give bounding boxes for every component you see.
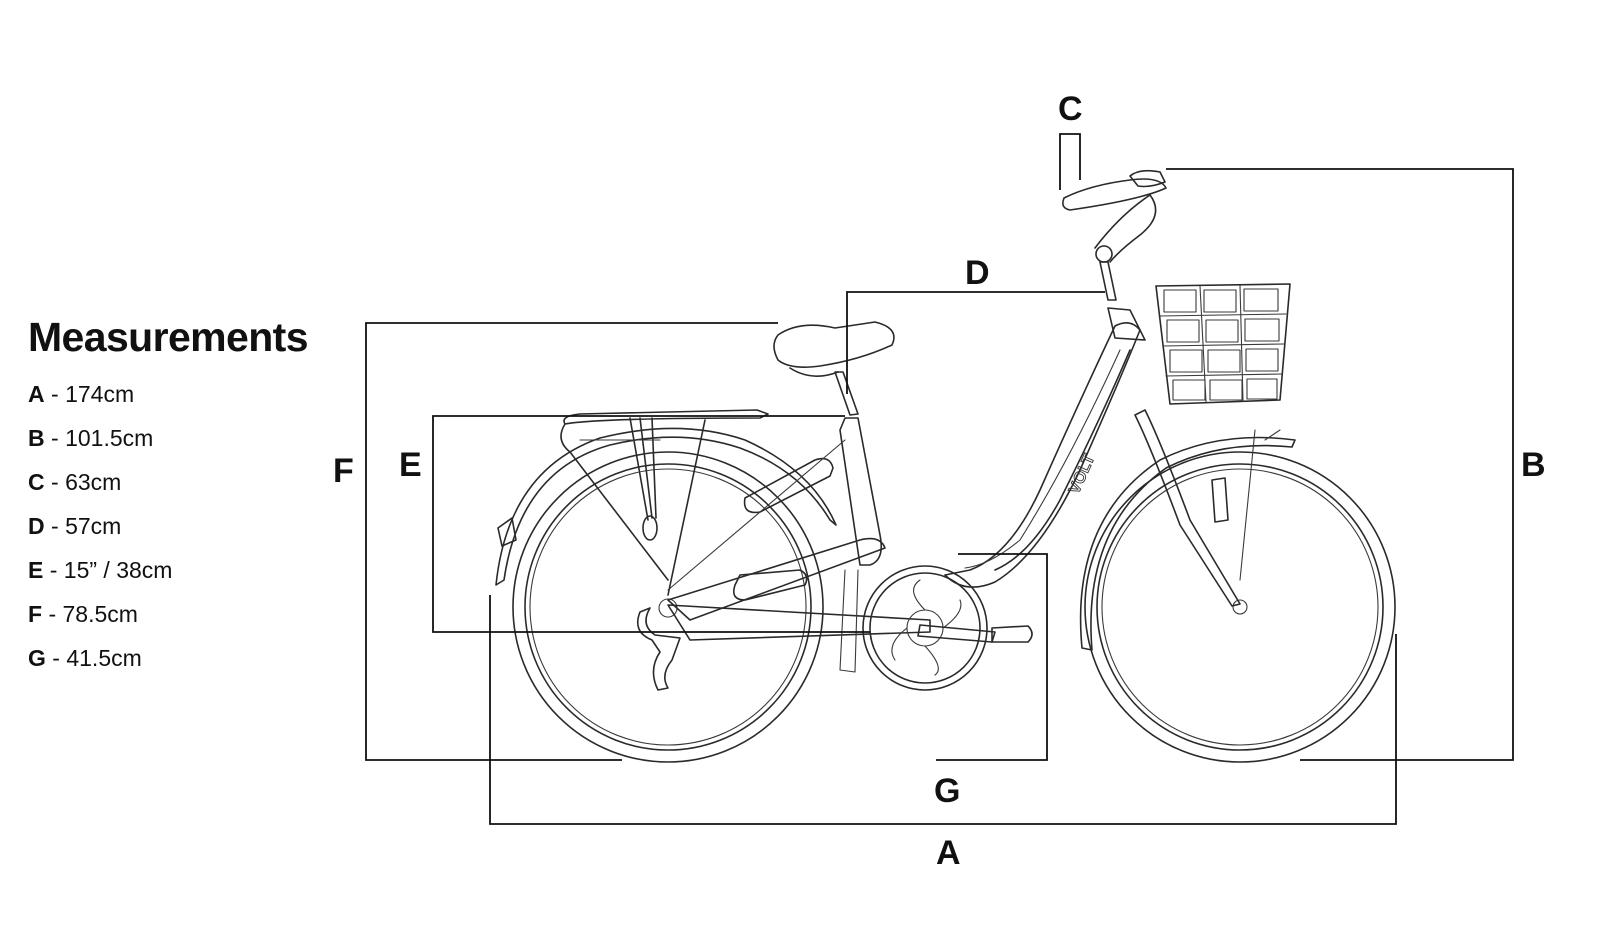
front-fork (1134, 409, 1241, 607)
legend-value: 41.5cm (66, 645, 142, 671)
legend-value: 101.5cm (65, 425, 154, 451)
legend-key: A (28, 381, 45, 407)
front-basket (1155, 283, 1291, 405)
legend-value: 63cm (65, 469, 122, 495)
legend-value: 57cm (65, 513, 122, 539)
label-f: F (333, 452, 354, 490)
front-wheel (1084, 451, 1396, 763)
battery-pack (743, 457, 834, 514)
legend-key: G (28, 645, 46, 671)
legend-item-b: B - 101.5cm (28, 425, 154, 451)
legend-item-e: E - 15” / 38cm (28, 557, 173, 583)
label-a: A (936, 834, 961, 872)
frame-brand: VOLT (1066, 452, 1098, 497)
bicycle-illustration: VOLT (495, 169, 1396, 763)
legend-item-g: G - 41.5cm (28, 645, 142, 671)
legend-key: C (28, 469, 45, 495)
legend-item-f: F - 78.5cm (28, 601, 138, 627)
dimension-c-line (1059, 133, 1081, 190)
dimension-a-line (489, 595, 1397, 825)
legend-title: Measurements (28, 314, 309, 360)
saddle (773, 321, 895, 416)
legend-item-d: D - 57cm (28, 513, 122, 539)
dimension-e-line (432, 415, 870, 633)
pedal (991, 625, 1033, 643)
legend-key: F (28, 601, 43, 627)
rear-fender (495, 427, 837, 586)
dimension-lines (365, 133, 1514, 825)
legend-item-c: C - 63cm (28, 469, 122, 495)
rear-reflector (497, 517, 517, 547)
handlebar (1062, 169, 1167, 301)
legend-value: 174cm (65, 381, 135, 407)
legend-item-a: A - 174cm (28, 381, 135, 407)
rear-rack (560, 409, 769, 596)
legend-key: E (28, 557, 44, 583)
legend-value: 78.5cm (62, 601, 138, 627)
rear-wheel (512, 451, 824, 763)
label-e: E (399, 446, 422, 484)
label-d: D (965, 254, 990, 292)
legend-key: B (28, 425, 45, 451)
dimension-d-line (846, 291, 1105, 394)
legend-value: 15” / 38cm (63, 557, 173, 583)
dimension-f-line (365, 322, 778, 761)
label-b: B (1521, 446, 1546, 484)
front-fender (1079, 436, 1296, 651)
legend-key: D (28, 513, 45, 539)
label-g: G (934, 772, 960, 810)
label-c: C (1058, 90, 1083, 128)
legend-list: A - 174cm B - 101.5cm C - 63cm D - 57cm … (28, 372, 348, 680)
dimension-b-line (1166, 168, 1514, 761)
dimension-g-line (936, 553, 1048, 761)
measurements-legend: Measurements A - 174cm B - 101.5cm C - 6… (28, 312, 348, 680)
